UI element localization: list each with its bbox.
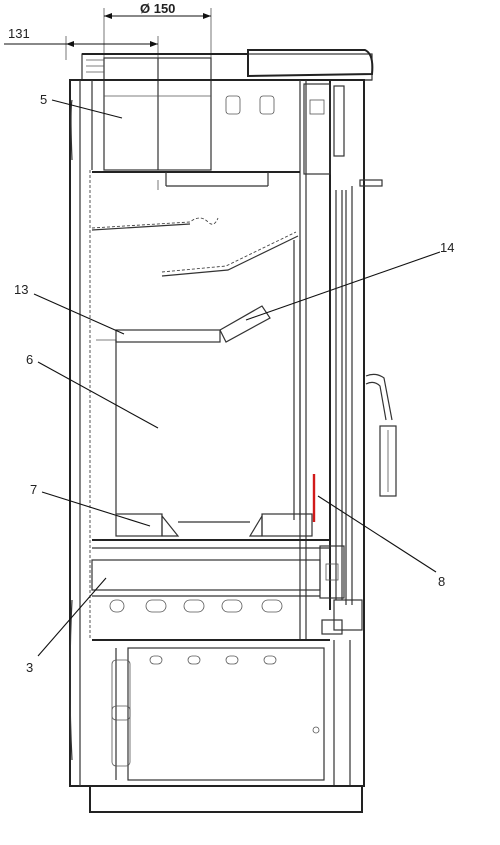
firebox	[96, 240, 301, 520]
top-baffle	[92, 171, 300, 190]
callout-7: 7	[30, 482, 37, 497]
base-plinth	[89, 785, 363, 813]
top-cover	[81, 49, 374, 81]
callout-leaders	[33, 99, 441, 657]
fire-bricks-top	[115, 305, 271, 343]
callout-6: 6	[26, 352, 33, 367]
callout-14: 14	[440, 240, 454, 255]
callout-13: 13	[14, 282, 28, 297]
door-latch	[319, 545, 363, 635]
flue-collar	[86, 57, 212, 171]
ash-pan	[91, 539, 330, 641]
lower-compartment	[111, 640, 351, 786]
callout-3: 3	[26, 660, 33, 675]
callout-5: 5	[40, 92, 47, 107]
control-box	[225, 83, 345, 175]
door-handle	[359, 179, 397, 497]
dimension-offset: 131	[4, 26, 159, 60]
dimension-diameter-label: Ø 150	[140, 1, 175, 16]
callout-8: 8	[438, 574, 445, 589]
dimension-offset-label: 131	[8, 26, 30, 41]
dimension-diameter: Ø 150	[103, 1, 212, 60]
grate-area	[115, 513, 313, 537]
deflector-plates	[91, 217, 299, 277]
